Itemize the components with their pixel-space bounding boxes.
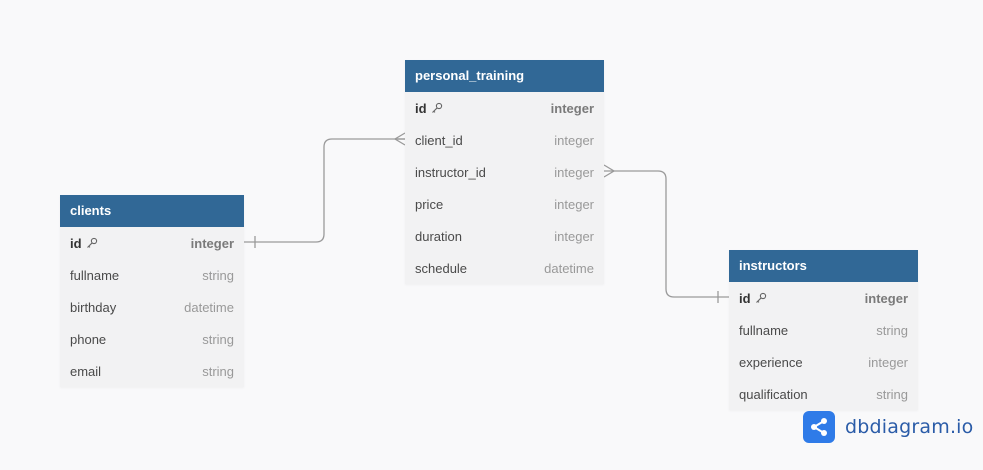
table-personal-training[interactable]: personal_training id integer client_id i… — [405, 60, 604, 284]
field-name: id — [415, 100, 427, 116]
field-row-id[interactable]: id integer — [405, 92, 604, 124]
field-type: datetime — [544, 260, 594, 276]
field-name: client_id — [415, 132, 463, 148]
many-marker — [393, 132, 406, 146]
relationship-instructors-personal-training[interactable] — [603, 164, 729, 303]
field-row-fullname[interactable]: fullname string — [729, 314, 918, 346]
field-row-schedule[interactable]: schedule datetime — [405, 252, 604, 284]
field-type: integer — [550, 100, 594, 116]
field-type: string — [202, 331, 234, 347]
field-name: fullname — [739, 322, 789, 338]
field-type: integer — [868, 354, 908, 370]
field-row-email[interactable]: email string — [60, 355, 244, 387]
field-row-client-id[interactable]: client_id integer — [405, 124, 604, 156]
field-type: string — [202, 363, 234, 379]
field-name: id — [739, 290, 751, 306]
field-row-duration[interactable]: duration integer — [405, 220, 604, 252]
table-header-clients[interactable]: clients — [60, 195, 244, 227]
field-name: schedule — [415, 260, 468, 276]
key-icon — [755, 292, 766, 303]
brand-name-suffix: .io — [949, 416, 974, 438]
field-type: integer — [190, 235, 234, 251]
field-name: phone — [70, 331, 107, 347]
field-type: string — [876, 386, 908, 402]
table-header-personal-training[interactable]: personal_training — [405, 60, 604, 92]
field-name: birthday — [70, 299, 117, 315]
field-type: integer — [554, 196, 594, 212]
field-type: integer — [554, 228, 594, 244]
field-name: instructor_id — [415, 164, 486, 180]
relationship-clients-personal-training[interactable] — [244, 132, 406, 248]
field-row-instructor-id[interactable]: instructor_id integer — [405, 156, 604, 188]
brand-name-main: dbdiagram — [845, 416, 950, 438]
table-instructors[interactable]: instructors id integer fullname string e… — [729, 250, 918, 410]
field-row-birthday[interactable]: birthday datetime — [60, 291, 244, 323]
field-type: integer — [864, 290, 908, 306]
field-type: integer — [554, 164, 594, 180]
table-clients[interactable]: clients id integer fullname string birth… — [60, 195, 244, 387]
field-name: experience — [739, 354, 803, 370]
key-icon — [86, 237, 97, 248]
key-icon — [431, 102, 442, 113]
field-type: datetime — [184, 299, 234, 315]
field-type: string — [202, 267, 234, 283]
many-marker — [603, 164, 616, 178]
field-type: integer — [554, 132, 594, 148]
field-name: qualification — [739, 386, 808, 402]
field-row-fullname[interactable]: fullname string — [60, 259, 244, 291]
field-row-qualification[interactable]: qualification string — [729, 378, 918, 410]
field-name: email — [70, 363, 102, 379]
field-name: duration — [415, 228, 462, 244]
brand-name: dbdiagram.io — [845, 416, 973, 438]
field-type: string — [876, 322, 908, 338]
field-name: id — [70, 235, 82, 251]
table-header-instructors[interactable]: instructors — [729, 250, 918, 282]
field-row-price[interactable]: price integer — [405, 188, 604, 220]
field-row-id[interactable]: id integer — [729, 282, 918, 314]
share-icon — [803, 411, 835, 443]
field-row-experience[interactable]: experience integer — [729, 346, 918, 378]
field-name: price — [415, 196, 444, 212]
field-row-id[interactable]: id integer — [60, 227, 244, 259]
dbdiagram-brand-link[interactable]: dbdiagram.io — [803, 411, 973, 443]
field-row-phone[interactable]: phone string — [60, 323, 244, 355]
field-name: fullname — [70, 267, 120, 283]
